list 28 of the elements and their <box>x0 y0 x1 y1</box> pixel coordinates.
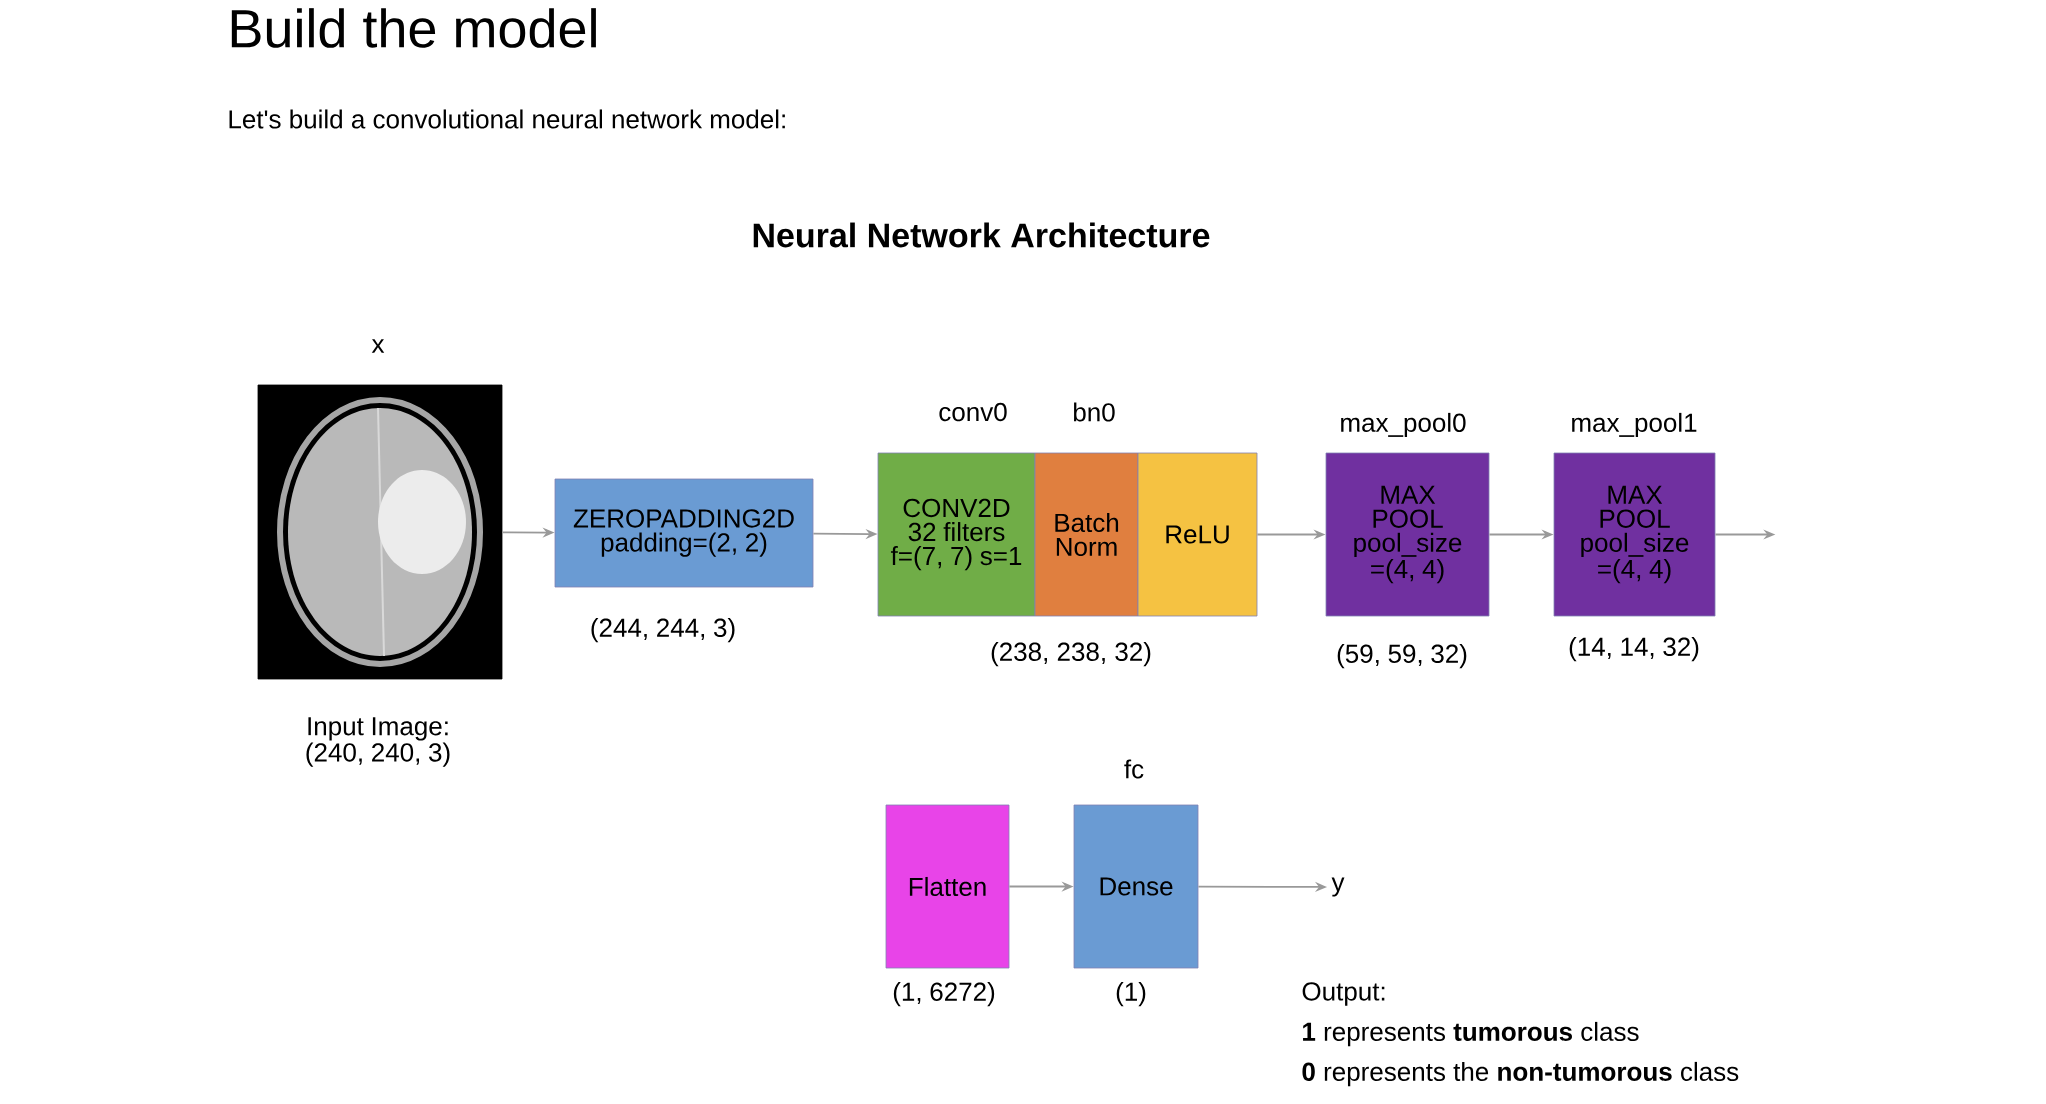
shape-label: (14, 14, 32) <box>1569 636 1699 662</box>
page-heading: Build the model <box>231 8 596 48</box>
shape-label: (1, 6272) <box>893 981 995 1007</box>
layer-box: Batch Norm <box>1034 452 1139 617</box>
shape-label: Input Image: (240, 240, 3) <box>306 717 450 767</box>
output-text: Output: <box>1302 982 1385 1006</box>
shape-label: (59, 59, 32) <box>1337 643 1467 669</box>
layer-box: ZEROPADDING2D padding=(2, 2) <box>554 478 814 588</box>
diagram-title: Neural Network Architecture <box>753 222 1210 248</box>
shape-label: (238, 238, 32) <box>991 641 1151 667</box>
output-text: 0 represents the non-tumorous class <box>1302 1061 1739 1087</box>
intro-text: Let's build a convolutional neural network model: <box>229 109 785 129</box>
layer-name: bn0 <box>1074 402 1115 422</box>
layer-name: fc <box>1124 759 1144 779</box>
output-text: 1 represents tumorous class <box>1303 1021 1639 1047</box>
output-label: y <box>1331 877 1345 897</box>
shape-label: (244, 244, 3) <box>591 617 735 643</box>
layer-box: MAX POOL pool_size =(4, 4) <box>1325 452 1490 617</box>
layer-name: conv0 <box>939 402 1007 422</box>
layer-box: MAX POOL pool_size =(4, 4) <box>1553 452 1716 617</box>
layer-name: x <box>371 339 385 353</box>
layer-box: Dense <box>1073 804 1199 969</box>
layer-box: ReLU <box>1137 452 1258 617</box>
layer-name: max_pool1 <box>1572 412 1697 438</box>
layer-box: CONV2D 32 filters f=(7, 7) s=1 <box>877 452 1036 617</box>
layer-name: max_pool0 <box>1341 412 1466 438</box>
shape-label: (1) <box>1116 981 1146 1007</box>
layer-box: Flatten <box>885 804 1010 969</box>
